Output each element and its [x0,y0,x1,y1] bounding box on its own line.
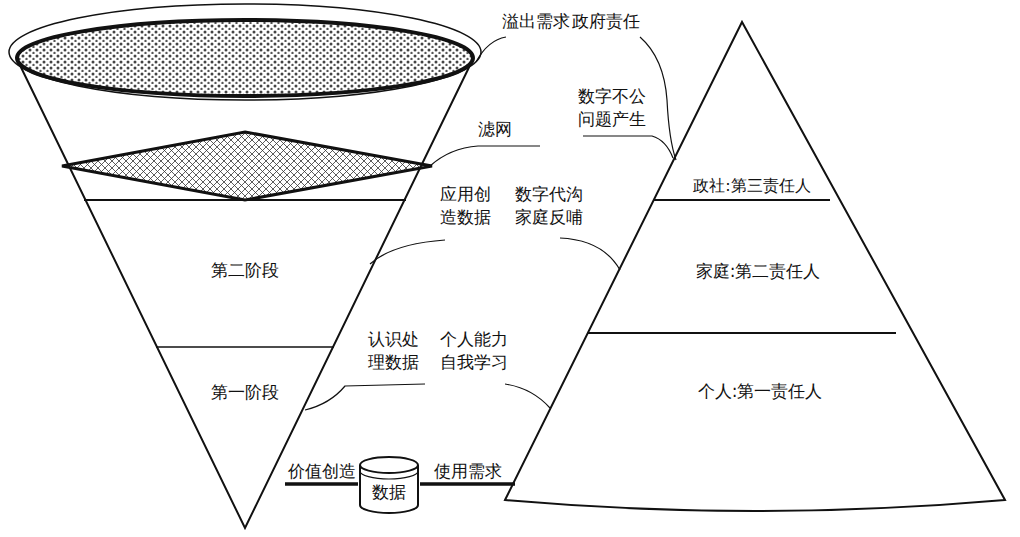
callout-label: 政府责任 [572,10,640,33]
connector-line [420,482,515,486]
callout-label: 数字不公 问题产生 [578,85,651,131]
node-label: 第一阶段 [211,382,279,402]
responsibility-tier: 政社:第三责任人 [672,173,832,200]
callout-label: 认识处 理数据 [368,328,424,374]
data-cylinder: 数据 [358,455,420,515]
stage-band: 第一阶段 [205,378,285,488]
callout-label: 个人能力 自我学习 [440,328,513,374]
connector-label: 价值创造 [287,461,357,481]
stage-band: 第二阶段 [185,256,305,284]
leader-lines [305,37,676,410]
callout-label: 数字代沟 家庭反哺 [515,183,588,229]
node-label: 政社:第三责任人 [693,176,810,196]
responsibility-tier: 个人:第一责任人 [515,345,1005,495]
node-label: 个人:第一责任人 [698,381,823,401]
callout-label: 溢出需求 [502,10,570,33]
funnel [9,4,481,528]
connector-label: 使用需求 [433,461,503,481]
callout-label: 滤网 [478,118,512,141]
callout-label: 应用创 造数据 [440,183,496,229]
pyramid [505,22,1005,511]
node-label: 数据 [372,482,406,502]
connector-line [285,482,358,486]
node-label: 第二阶段 [211,260,279,280]
responsibility-tier: 家庭:第二责任人 [678,257,838,285]
node-label: 家庭:第二责任人 [696,261,821,281]
